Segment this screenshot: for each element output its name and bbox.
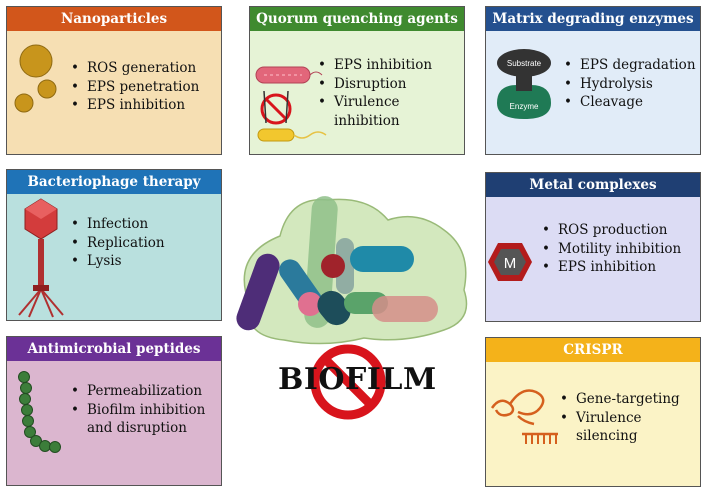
crispr-panel: CRISPR Gene-targeting Virulence silencin… xyxy=(485,337,701,487)
list-item: ROS generation xyxy=(69,59,199,78)
list-item: Cleavage xyxy=(562,93,696,112)
list-item: Virulence xyxy=(558,409,680,428)
quorum-quenching-panel: Quorum quenching agents EPS inhibition D… xyxy=(249,6,465,155)
list-item: and disruption xyxy=(87,420,187,436)
panel-title: Antimicrobial peptides xyxy=(7,337,221,361)
crispr-list: Gene-targeting Virulence silencing xyxy=(558,390,680,446)
list-item: Permeabilization xyxy=(69,382,205,401)
enzyme-substrate-icon: Substrate Enzyme xyxy=(497,49,551,119)
list-item: EPS inhibition xyxy=(316,56,432,75)
metal-complexes-list: ROS production Motility inhibition EPS i… xyxy=(540,221,681,277)
list-item: EPS inhibition xyxy=(69,96,199,115)
panel-title: CRISPR xyxy=(486,338,700,362)
nanoparticles-panel: Nanoparticles ROS generation EPS penetra… xyxy=(6,6,222,155)
metal-label: M xyxy=(504,255,517,272)
bacteriophage-icon xyxy=(18,198,64,318)
nanoparticles-list: ROS generation EPS penetration EPS inhib… xyxy=(69,59,199,115)
metal-complex-icon: M xyxy=(488,243,532,281)
panel-title: Bacteriophage therapy xyxy=(7,170,221,194)
matrix-enzymes-list: EPS degradation Hydrolysis Cleavage xyxy=(562,56,696,112)
list-item: EPS penetration xyxy=(69,78,199,97)
list-item: EPS inhibition xyxy=(540,258,681,277)
matrix-enzymes-panel: Matrix degrading enzymes Substrate Enzym… xyxy=(485,6,701,155)
biofilm-label: BIOFILM xyxy=(278,362,437,397)
list-item: Hydrolysis xyxy=(562,75,696,94)
list-item: Virulence xyxy=(316,93,432,112)
panel-title: Nanoparticles xyxy=(7,7,221,31)
panel-title: Quorum quenching agents xyxy=(250,7,464,31)
list-item: Lysis xyxy=(69,252,165,271)
list-item: Disruption xyxy=(316,75,432,94)
list-item: Infection xyxy=(69,215,165,234)
list-item: Replication xyxy=(69,234,165,253)
list-item: inhibition xyxy=(334,112,400,129)
list-item: Biofilm inhibition xyxy=(69,401,205,420)
nanoparticles-icon xyxy=(14,44,57,113)
metal-complexes-panel: Metal complexes M ROS production Motilit… xyxy=(485,172,701,322)
list-item: EPS degradation xyxy=(562,56,696,75)
enzyme-label: Enzyme xyxy=(510,102,539,111)
substrate-label: Substrate xyxy=(507,59,542,68)
list-item: Motility inhibition xyxy=(540,240,681,259)
list-item: ROS production xyxy=(540,221,681,240)
panel-title: Matrix degrading enzymes xyxy=(486,7,700,31)
crispr-rna-icon xyxy=(490,389,558,444)
no-biofilm-icon xyxy=(310,344,386,420)
antimicrobial-peptides-panel: Antimicrobial peptides Permeabilization … xyxy=(6,336,222,486)
bacteriophage-panel: Bacteriophage therapy Infection Replicat… xyxy=(6,169,222,321)
quorum-quenching-icon xyxy=(255,66,327,142)
quorum-quenching-list: EPS inhibition Disruption Virulence inhi… xyxy=(316,56,432,130)
list-item: silencing xyxy=(576,428,638,444)
biofilm-illustration xyxy=(236,196,468,345)
list-item: Gene-targeting xyxy=(558,390,680,409)
peptide-chain-icon xyxy=(18,371,61,453)
antimicrobial-peptides-list: Permeabilization Biofilm inhibition and … xyxy=(69,382,205,438)
bacteriophage-list: Infection Replication Lysis xyxy=(69,215,165,271)
panel-title: Metal complexes xyxy=(486,173,700,197)
